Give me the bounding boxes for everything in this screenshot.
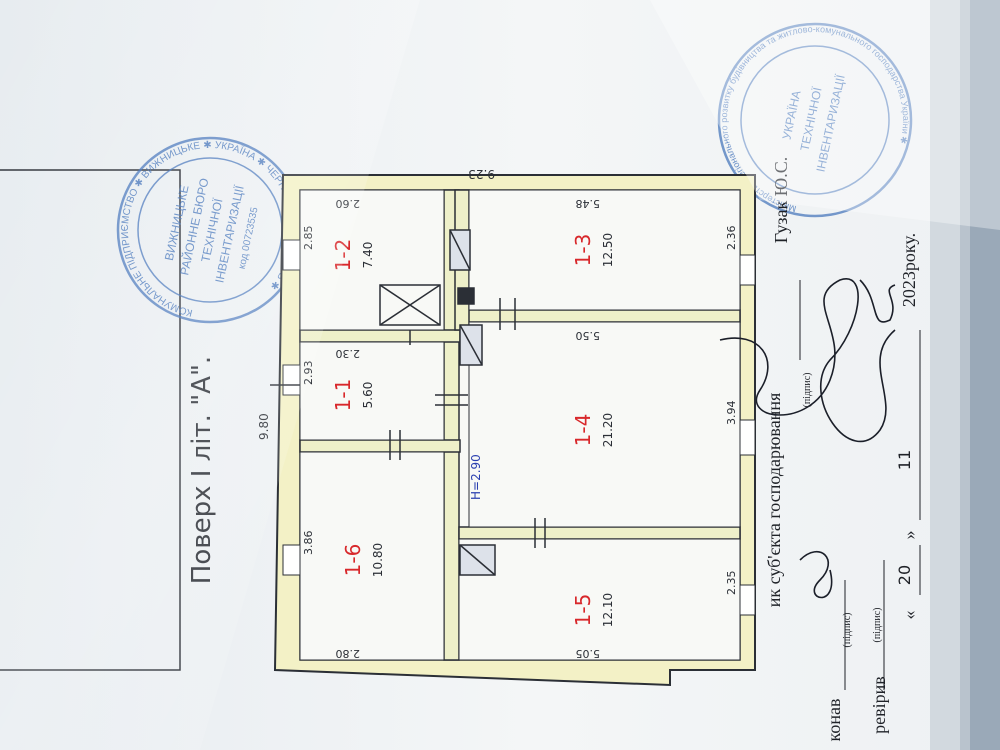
room-area: 12.10 bbox=[601, 593, 615, 627]
rooms bbox=[299, 189, 741, 661]
room-area: 21.20 bbox=[601, 413, 615, 447]
signature-scribbles bbox=[719, 278, 896, 599]
performed-label: конав bbox=[824, 699, 844, 742]
checked-label: ревірив bbox=[869, 676, 889, 734]
paper-shadow bbox=[930, 0, 970, 750]
owner-name: Гузак Ю.С. bbox=[771, 157, 791, 244]
date-year: 2023року. bbox=[899, 233, 919, 307]
outer-width-top: 9.23 bbox=[468, 167, 495, 181]
signature-hint: (підпис) bbox=[872, 607, 883, 642]
room-1-3 bbox=[468, 189, 741, 311]
dim: 2.35 bbox=[725, 571, 738, 596]
owner-label: ик суб'єкта господарювання bbox=[764, 393, 784, 607]
date-day: 20 bbox=[895, 565, 914, 585]
room-id: 1-6 bbox=[341, 544, 365, 577]
dim: 2.80 bbox=[336, 647, 361, 660]
dim: 5.05 bbox=[576, 647, 601, 660]
signature-form: ик суб'єкта господарювання Гузак Ю.С. (п… bbox=[764, 157, 921, 742]
dim: 5.50 bbox=[576, 329, 601, 342]
room-area: 7.40 bbox=[361, 242, 375, 269]
room-id: 1-4 bbox=[571, 414, 595, 447]
room-id: 1-3 bbox=[571, 234, 595, 267]
quote-open: « bbox=[899, 611, 919, 620]
dim: 3.94 bbox=[725, 401, 738, 426]
dim: 5.48 bbox=[576, 197, 601, 210]
dim: 3.86 bbox=[302, 531, 315, 556]
light-glare-top-right bbox=[650, 0, 1000, 230]
signature-hint: (підпис) bbox=[842, 612, 853, 647]
room-1-6 bbox=[299, 451, 445, 661]
dim: 2.36 bbox=[725, 226, 738, 251]
dim: 2.30 bbox=[336, 347, 361, 360]
room-area: 5.60 bbox=[361, 382, 375, 409]
room-1-4 bbox=[468, 321, 741, 528]
ceiling-height-note: Н=2.90 bbox=[469, 454, 483, 500]
light-glare bbox=[0, 0, 420, 750]
date-month: 11 bbox=[895, 450, 914, 470]
signature-hint: (підпис) bbox=[802, 372, 813, 407]
room-1-5 bbox=[458, 538, 741, 661]
room-area: 10.80 bbox=[371, 543, 385, 577]
inner-walls bbox=[299, 189, 741, 661]
room-1-1 bbox=[299, 341, 445, 441]
room-area: 12.50 bbox=[601, 233, 615, 267]
room-id: 1-5 bbox=[571, 594, 595, 627]
quote-close: » bbox=[899, 531, 919, 540]
stove-symbols bbox=[379, 229, 496, 576]
room-id: 1-1 bbox=[331, 379, 355, 412]
